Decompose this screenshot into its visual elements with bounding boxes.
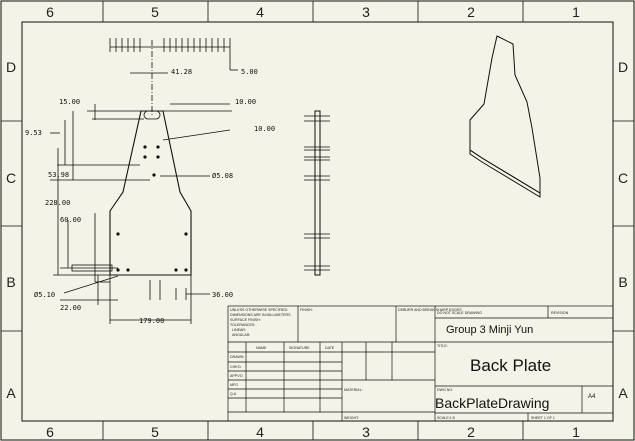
tb-row-drawn: DRAWN (230, 355, 244, 359)
tb-row-appvd: APPV'D (230, 374, 243, 378)
tb-row-mfg: MFG (230, 383, 238, 387)
zone-row-b-right: B (618, 274, 627, 290)
tb-weight: WEIGHT: (344, 416, 359, 420)
dim-right-upper: 10.00 (235, 98, 256, 106)
dim-left-slot: 9.53 (25, 129, 42, 137)
tb-finish: FINISH: (300, 308, 313, 312)
dim-left-lower: 60.00 (60, 216, 81, 224)
tb-revision: REVISION (551, 311, 569, 315)
tb-angular: ANGULAR: (232, 333, 250, 337)
zone-col-1-bottom: 1 (572, 424, 580, 440)
tb-row-qa: Q.A (230, 392, 237, 396)
tb-company: Group 3 Minji Yun (446, 324, 533, 336)
dim-bottom-width: 179.00 (139, 317, 164, 325)
tb-tolerances: TOLERANCES: (230, 323, 255, 327)
zone-row-b-left: B (6, 274, 15, 290)
zone-col-1-top: 1 (572, 4, 580, 20)
zone-col-6-top: 6 (46, 4, 54, 20)
zone-col-2-bottom: 2 (467, 424, 475, 440)
zone-col-4-top: 4 (256, 4, 264, 20)
tb-drawing-name: BackPlateDrawing (435, 395, 549, 411)
tb-col-name: NAME (256, 346, 267, 350)
dim-left-upper: 15.00 (59, 98, 80, 106)
dim-top-right: 5.00 (241, 68, 258, 76)
dim-left-mid: 53.98 (48, 171, 69, 179)
side-view (304, 110, 330, 276)
zone-row-d-left: D (6, 59, 16, 75)
zone-row-d-right: D (618, 59, 628, 75)
zone-col-6-bottom: 6 (46, 424, 54, 440)
front-view (50, 38, 238, 324)
tb-dims-in: DIMENSIONS ARE IN MILLIMETERS (230, 313, 291, 317)
dim-top-center: 41.28 (171, 68, 192, 76)
zone-col-2-top: 2 (467, 4, 475, 20)
zone-row-a-right: A (618, 385, 628, 401)
zone-col-3-bottom: 3 (362, 424, 370, 440)
tb-size: A4 (588, 394, 596, 400)
tb-scale: SCALE:1:5 (437, 416, 455, 420)
dim-bottom-left: 22.00 (60, 304, 81, 312)
tb-row-chkd: CHK'D (230, 365, 241, 369)
zone-col-4-bottom: 4 (256, 424, 264, 440)
dim-bottom-right: 36.00 (212, 291, 233, 299)
zone-col-3-top: 3 (362, 4, 370, 20)
tb-title: Back Plate (470, 356, 551, 375)
zone-row-c-right: C (618, 170, 628, 186)
zone-row-a-left: A (6, 385, 16, 401)
tb-material: MATERIAL: (344, 388, 363, 392)
tb-dwg-no: DWG NO. (437, 388, 453, 392)
dim-hole-dia: Ø5.08 (212, 172, 233, 180)
tb-title-label: TITLE: (437, 344, 448, 348)
zone-col-5-top: 5 (151, 4, 159, 20)
tb-linear: LINEAR: (232, 328, 246, 332)
dim-left-height: 228.00 (45, 199, 70, 207)
tb-dont-scale: DO NOT SCALE DRAWING (437, 311, 482, 315)
dim-right-slot: 10.00 (254, 125, 275, 133)
dim-lower-hole-dia: Ø5.10 (34, 291, 55, 299)
title-block (227, 305, 614, 422)
tb-surface: SURFACE FINISH: (230, 318, 261, 322)
zone-row-c-left: C (6, 170, 16, 186)
tb-unless: UNLESS OTHERWISE SPECIFIED: (230, 308, 288, 312)
isometric-view (469, 35, 541, 198)
tb-sheet: SHEET 1 OF 1 (531, 416, 555, 420)
tb-col-date: DATE (325, 346, 335, 350)
tb-deburr: DEBURR AND BREAK SHARP EDGES (398, 308, 462, 312)
zone-col-5-bottom: 5 (151, 424, 159, 440)
tb-col-signature: SIGNATURE (289, 346, 310, 350)
